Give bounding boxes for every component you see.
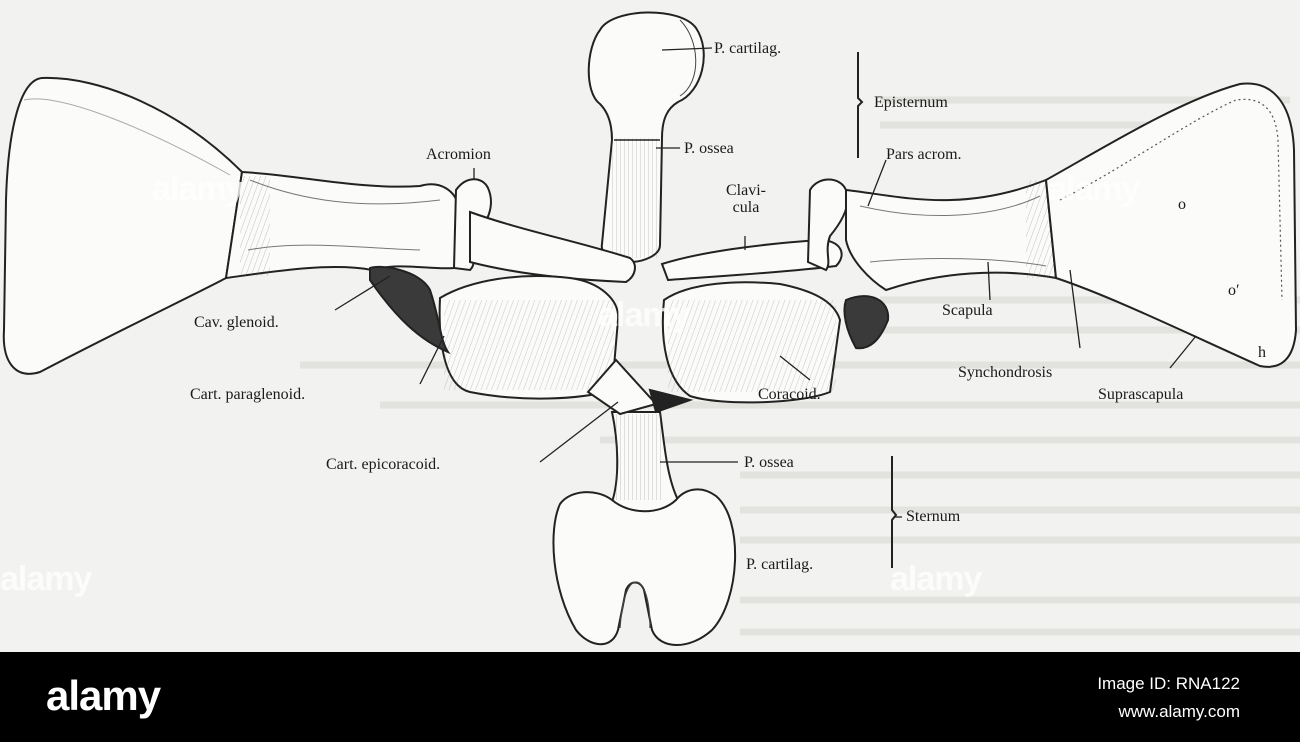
label-p-cartilag-top: P. cartilag.	[714, 40, 782, 57]
right-girdle-center	[660, 178, 890, 404]
left-girdle-center	[369, 178, 694, 416]
label-clavicula-line2: cula	[732, 199, 760, 216]
watermark-text: alamy	[152, 170, 244, 208]
sternum-shape	[552, 411, 737, 646]
left-scapula	[224, 170, 462, 280]
watermark-text: alamy	[1048, 170, 1140, 208]
image-id: Image ID: RNA122	[1097, 674, 1240, 693]
label-cart-epicoracoid: Cart. epicoracoid.	[326, 456, 441, 473]
right-scapula	[845, 178, 1058, 292]
sternum-bracket	[891, 456, 898, 568]
left-suprascapula	[2, 76, 244, 375]
right-suprascapula	[1044, 82, 1298, 368]
label-coracoid: Coracoid.	[758, 386, 821, 403]
label-p-ossea-bottom: P. ossea	[744, 454, 794, 471]
leader-lines	[334, 47, 1197, 518]
label-p-cartilag-bottom: P. cartilag.	[746, 556, 814, 573]
footer-bar: alamy Image ID: RNA122 www.alamy.com	[0, 652, 1300, 742]
label-synchondrosis: Synchondrosis	[958, 364, 1053, 381]
label-h: h	[1258, 344, 1266, 361]
watermark-text: alamy	[890, 560, 982, 598]
label-acromion: Acromion	[426, 146, 491, 163]
label-suprascapula: Suprascapula	[1098, 386, 1184, 403]
label-scapula: Scapula	[942, 302, 993, 319]
label-o-prime: o′	[1228, 282, 1240, 299]
episternum-shape	[587, 11, 705, 264]
label-p-ossea-top: P. ossea	[684, 140, 734, 157]
label-episternum: Episternum	[874, 94, 948, 111]
site-url: www.alamy.com	[1118, 702, 1240, 721]
shoulder-girdle-drawing	[2, 11, 1300, 646]
label-pars-acrom: Pars acrom.	[886, 146, 962, 163]
label-clavicula-line1: Clavi-	[726, 182, 766, 199]
episternum-bracket	[857, 52, 864, 158]
anatomical-figure: P. cartilag. Episternum Acromion P. osse…	[0, 0, 1300, 652]
label-cav-glenoid: Cav. glenoid.	[194, 314, 279, 331]
watermark-text: alamy	[0, 560, 92, 598]
label-o: o	[1178, 196, 1186, 213]
label-clavicula: Clavi- cula	[718, 182, 774, 216]
alamy-logo: alamy	[46, 672, 161, 719]
label-cart-paraglenoid: Cart. paraglenoid.	[190, 386, 306, 403]
watermark-text: alamy	[598, 296, 690, 334]
label-sternum: Sternum	[906, 508, 961, 525]
